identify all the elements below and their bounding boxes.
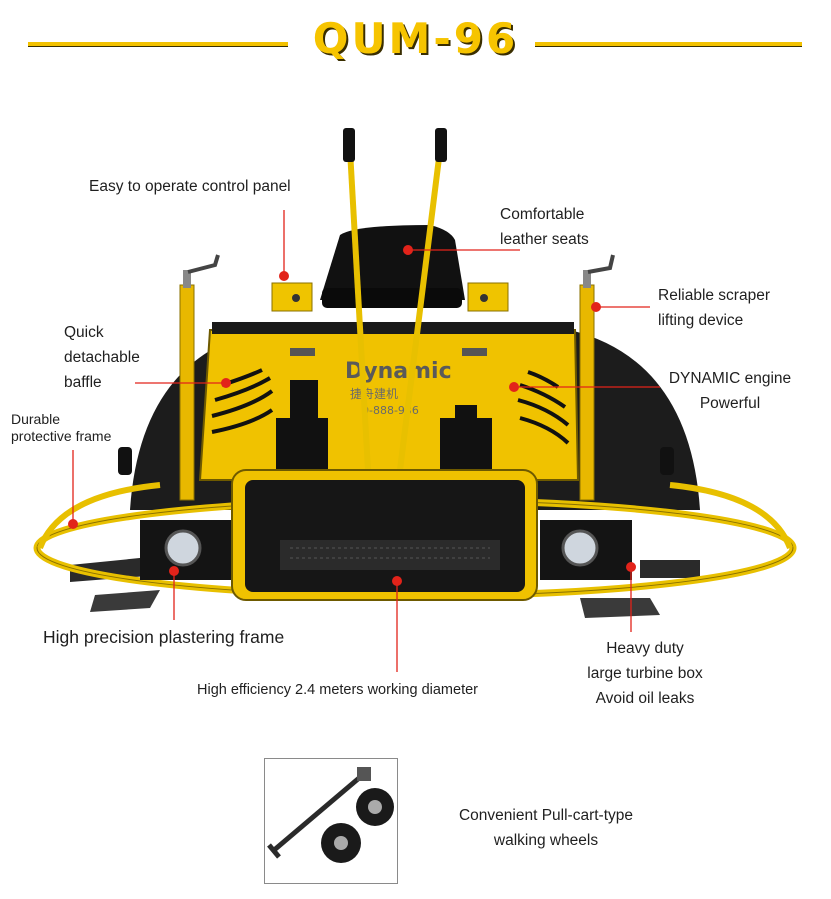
trowel-blade <box>580 598 660 618</box>
vent-slot <box>214 376 272 402</box>
cover-top-trim <box>212 322 574 334</box>
callout-scraper: Reliable scraper lifting device <box>658 283 770 333</box>
control-stick-left <box>347 149 371 471</box>
pedal <box>290 380 318 420</box>
callout-dot <box>221 378 231 388</box>
callout-wheels: Convenient Pull-cart-type walking wheels <box>440 803 652 853</box>
callout-scraper-line2: lifting device <box>658 312 744 329</box>
callout-wheels-line2: walking wheels <box>493 832 599 849</box>
lifting-post-left <box>179 284 195 501</box>
callout-baffle-line2: detachable <box>64 349 140 366</box>
callout-seats-line2: leather seats <box>500 231 589 248</box>
crank-shaft <box>583 270 591 288</box>
callout-wheels-line1: Convenient Pull-cart-type <box>458 807 634 824</box>
callout-turbine: Heavy duty large turbine box Avoid oil l… <box>570 636 720 711</box>
callout-control-panel: Easy to operate control panel <box>89 178 291 195</box>
crank-handle <box>587 254 615 274</box>
callout-dot <box>403 245 413 255</box>
callout-turbine-line1: Heavy duty <box>606 640 684 657</box>
callout-baffle-line3: baffle <box>64 374 102 391</box>
badge-left <box>290 348 315 356</box>
title-rule-left <box>28 42 288 47</box>
callout-plaster: High precision plastering frame <box>43 627 285 647</box>
vent-slot <box>517 398 570 427</box>
pedal <box>455 405 477 423</box>
callout-turbine-line2: large turbine box <box>587 665 703 682</box>
callout-dot <box>68 519 78 529</box>
side-lamp <box>118 447 132 475</box>
callout-turbine-line3: Avoid oil leaks <box>595 690 695 707</box>
vent-slot <box>211 389 274 418</box>
crank-shaft <box>183 270 191 288</box>
joystick-grip-left <box>343 128 355 162</box>
callout-lines <box>72 210 660 672</box>
callout-seats: Comfortable leather seats <box>500 202 589 252</box>
callout-dot <box>591 302 601 312</box>
wheels-inset-frame <box>264 758 398 884</box>
vent-slot <box>211 408 274 434</box>
footrest-left <box>276 418 328 473</box>
lifting-post-right <box>579 284 595 501</box>
trowel-blade <box>640 560 700 578</box>
headlight-right <box>561 529 599 567</box>
grille-mesh <box>280 540 500 570</box>
control-panel-right <box>467 282 509 312</box>
page-title: QUM-96 <box>312 14 519 63</box>
callout-dot <box>626 562 636 572</box>
callout-dot <box>279 271 289 281</box>
callout-dot <box>509 382 519 392</box>
callout-baffle: Quick detachable baffle <box>64 320 140 395</box>
callout-baffle-line1: Quick <box>64 324 104 341</box>
callout-frame-line1: Durable <box>11 411 61 427</box>
panel-knob <box>480 294 488 302</box>
callout-scraper-line1: Reliable scraper <box>658 287 770 304</box>
footrest-right <box>440 418 492 473</box>
callout-engine-line2: Powerful <box>699 395 761 412</box>
callout-frame-line2: protective frame <box>11 428 112 444</box>
title-rule-right <box>535 42 802 47</box>
callout-engine: DYNAMIC engine Powerful <box>655 366 805 416</box>
joystick-grip-right <box>435 128 447 162</box>
vent-slot <box>519 416 570 445</box>
seat-base <box>322 288 462 308</box>
crank-handle <box>187 254 220 274</box>
callout-seats-line1: Comfortable <box>500 206 585 223</box>
trowel-blade <box>90 590 160 612</box>
turbine-box-grille <box>245 480 525 592</box>
pull-cart-wheels-image <box>267 767 394 863</box>
callout-frame: Durable protective frame <box>11 411 111 445</box>
machine-brand-cn: 捷舟建机 <box>350 387 398 401</box>
control-panel-left <box>271 282 313 312</box>
panel-knob <box>292 294 300 302</box>
headlight-left <box>164 529 202 567</box>
cart-handle <box>271 771 367 853</box>
callout-diameter: High efficiency 2.4 meters working diame… <box>197 682 478 698</box>
side-lamp <box>660 447 674 475</box>
callout-engine-line1: DYNAMIC engine <box>668 370 792 387</box>
vent-slot <box>527 370 560 389</box>
control-stick-right <box>397 149 443 471</box>
callout-dot <box>169 566 179 576</box>
callout-dot <box>392 576 402 586</box>
badge-right <box>462 348 487 356</box>
